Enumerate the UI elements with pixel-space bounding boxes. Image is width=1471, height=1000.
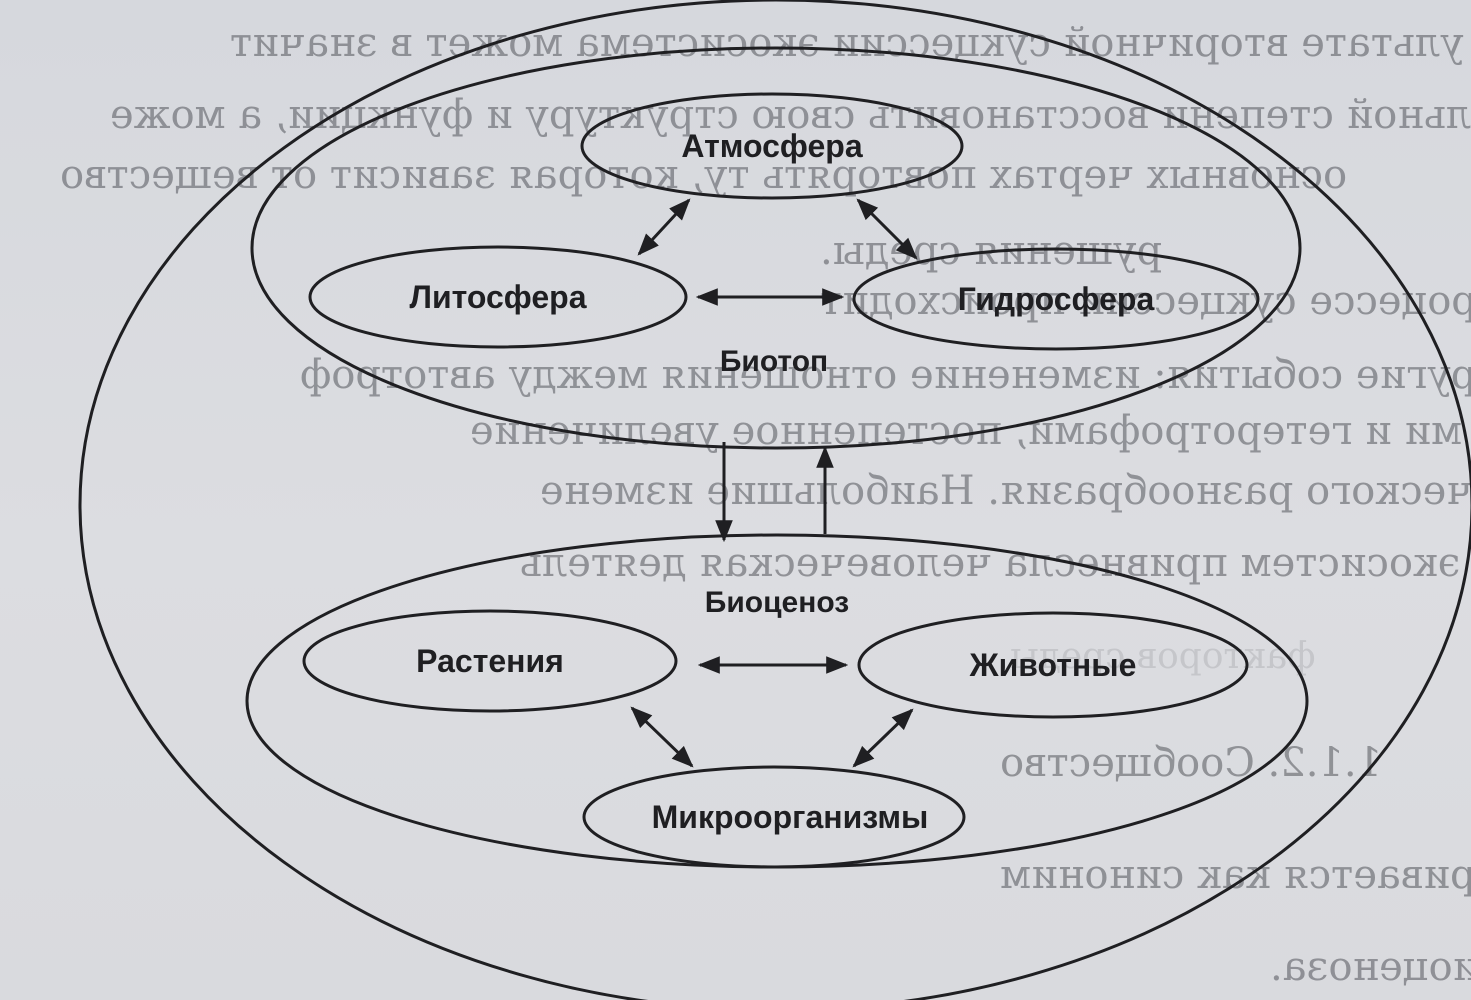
ecosystem-outer-ellipse <box>78 0 1471 1000</box>
arrow-animals-microorganisms <box>852 708 914 768</box>
plants-ellipse <box>302 609 678 713</box>
arrow-plants-microorganisms <box>630 706 694 768</box>
plants-label: Растения <box>416 643 564 679</box>
arrow-atmosphere-lithosphere <box>637 198 691 256</box>
biotope-label: Биотоп <box>720 345 828 378</box>
hydrosphere-label: Гидросфера <box>958 281 1155 317</box>
lithosphere-ellipse <box>308 245 688 349</box>
biotope-ellipse <box>250 46 1302 450</box>
atmosphere-label: Атмосфера <box>681 128 862 164</box>
microorganisms-label: Микроорганизмы <box>652 799 929 835</box>
microorganisms-ellipse <box>582 765 966 869</box>
hydrosphere-ellipse <box>852 247 1260 351</box>
arrow-atmosphere-hydrosphere <box>856 198 918 260</box>
animals-label: Животные <box>969 647 1137 683</box>
animals-ellipse <box>857 611 1249 719</box>
biocenosis-label: Биоценоз <box>705 586 849 619</box>
lithosphere-label: Литосфера <box>409 279 586 315</box>
biocenosis-group: Биоценоз Растения Животные Микроорганизм… <box>245 533 1309 869</box>
atmosphere-ellipse <box>580 92 964 200</box>
biotope-group: Атмосфера Литосфера Гидросфера Биотоп <box>250 46 1302 450</box>
